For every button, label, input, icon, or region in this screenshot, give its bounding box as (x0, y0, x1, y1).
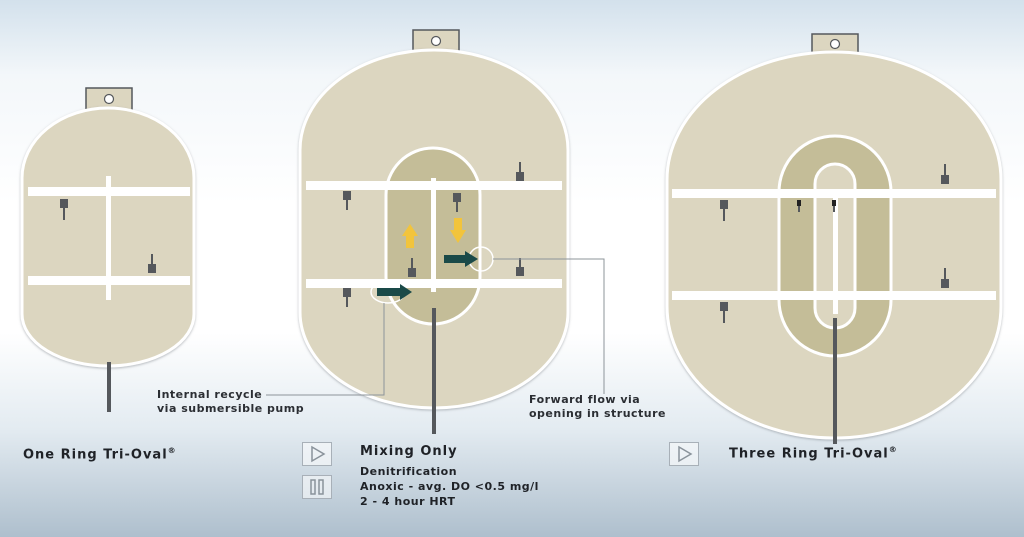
info-title: Mixing Only (360, 444, 458, 459)
aerator (941, 164, 949, 184)
aerator (343, 288, 351, 307)
aerator (408, 258, 416, 277)
tab-hole (103, 93, 115, 105)
callout-line: Forward flow via (529, 393, 641, 406)
tab-hole (829, 38, 841, 50)
aerator (720, 302, 728, 323)
callout-line: opening in structure (529, 407, 667, 420)
aerator (148, 254, 156, 273)
info-panel: Mixing Only Denitrification Anoxic - avg… (360, 444, 539, 509)
registered-mark: ® (167, 446, 177, 455)
one-ring-tank (20, 87, 196, 412)
recycle-flow-arrow (377, 284, 412, 300)
aerator (941, 268, 949, 288)
pointer-stem (432, 308, 436, 434)
aerator (343, 191, 351, 210)
three-ring-caption-text: Three Ring Tri-Oval (729, 446, 889, 462)
center-wall (431, 178, 436, 292)
play-button[interactable] (669, 442, 699, 466)
forward-flow-arrow (444, 251, 478, 267)
aerator (453, 193, 461, 212)
forward-flow-callout: Forward flow via opening in structure (529, 393, 666, 421)
registered-mark: ® (888, 445, 898, 454)
internal-recycle-callout: Internal recycle via submersible pump (157, 388, 304, 416)
aerator (720, 200, 728, 221)
play-icon (678, 445, 693, 463)
two-ring-tank (266, 29, 605, 434)
info-line: 2 - 4 hour HRT (360, 495, 456, 508)
down-flow-arrow (450, 218, 466, 243)
one-ring-caption-text: One Ring Tri-Oval (23, 447, 168, 463)
aerator (60, 199, 68, 220)
three-ring-tank (665, 33, 1003, 444)
tab-hole (430, 35, 442, 47)
recycle-leader (266, 303, 385, 396)
one-ring-caption: One Ring Tri-Oval® (23, 446, 177, 462)
aerator (797, 200, 801, 212)
callout-line: Internal recycle (157, 388, 263, 401)
up-flow-arrow (402, 224, 418, 248)
info-line: Anoxic - avg. DO <0.5 mg/l (360, 480, 539, 493)
pointer-stem (833, 318, 837, 444)
play-icon (311, 445, 326, 463)
callout-line: via submersible pump (157, 402, 305, 415)
forward-flow-leader (493, 258, 605, 394)
three-ring-caption: Three Ring Tri-Oval® (729, 445, 898, 461)
aerator (516, 162, 524, 181)
pause-button[interactable] (302, 475, 332, 499)
aerator (516, 258, 524, 276)
aerator (832, 200, 836, 212)
pause-icon (310, 479, 324, 495)
info-line: Denitrification (360, 465, 458, 478)
center-wall (106, 176, 111, 300)
play-button[interactable] (302, 442, 332, 466)
center-wall (833, 190, 838, 314)
pointer-stem (107, 362, 111, 412)
